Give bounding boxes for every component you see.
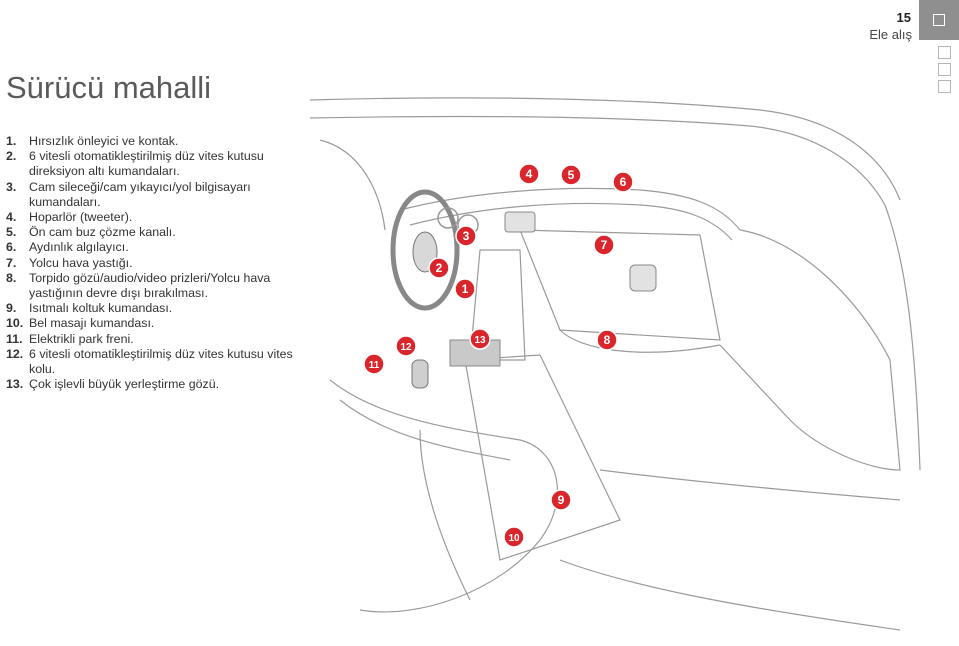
page-title: Sürücü mahalli [6, 70, 212, 105]
item-text: Yolcu hava yastığı. [29, 255, 133, 270]
item-text: Torpido gözü/audio/video prizleri/Yolcu … [29, 270, 271, 301]
list-item: 5. Ön cam buz çözme kanalı. [6, 225, 302, 240]
callout-10: 10 [503, 526, 525, 548]
list-item: 11. Elektrikli park freni. [6, 332, 302, 347]
callout-label: 2 [436, 261, 443, 275]
item-number: 6. [6, 240, 17, 255]
callout-label: 1 [462, 282, 469, 296]
list-item: 3. Cam sileceği/cam yıkayıcı/yol bilgisay… [6, 180, 302, 210]
callout-label: 13 [474, 335, 486, 346]
item-list: 1. Hırsızlık önleyici ve kontak. 2. 6 vite… [6, 134, 302, 392]
callout-8: 8 [596, 329, 618, 351]
list-item: 7. Yolcu hava yastığı. [6, 256, 302, 271]
item-number: 3. [6, 179, 17, 194]
callout-12: 12 [395, 335, 417, 357]
callout-2: 2 [428, 257, 450, 279]
list-item: 13. Çok işlevli büyük yerleştirme gözü. [6, 377, 302, 392]
callout-label: 3 [463, 229, 470, 243]
list-item: 6. Aydınlık algılayıcı. [6, 240, 302, 255]
callout-3: 3 [455, 225, 477, 247]
item-number: 10. [6, 316, 24, 331]
gauge-icon [437, 207, 459, 229]
item-text: Bel masajı kumandası. [29, 316, 155, 331]
callout-9: 9 [550, 489, 572, 511]
item-number: 8. [6, 270, 17, 285]
callout-7: 7 [593, 234, 615, 256]
callout-label: 4 [526, 167, 533, 181]
callout-label: 9 [558, 493, 565, 507]
callout-4: 4 [518, 163, 540, 185]
list-item: 10. Bel masajı kumandası. [6, 316, 302, 331]
item-number: 5. [6, 225, 17, 240]
item-text: Çok işlevli büyük yerleştirme gözü. [29, 377, 220, 392]
callout-11: 11 [363, 353, 385, 375]
list-item: 2. 6 vitesli otomatikleştirilmiş düz vite… [6, 149, 302, 179]
page-number: 15 [896, 10, 911, 25]
item-text: 6 vitesli otomatikleştirilmiş düz vites … [29, 346, 293, 377]
callout-label: 11 [369, 360, 380, 371]
item-number: 7. [6, 255, 17, 270]
callout-13: 13 [469, 328, 491, 350]
item-number: 13. [6, 377, 24, 392]
item-number: 11. [6, 331, 23, 346]
item-text: Hırsızlık önleyici ve kontak. [29, 134, 179, 148]
cockpit-illustration: 1 2 3 4 5 6 7 8 9 10 11 12 13 [309, 97, 921, 631]
item-text: Hoparlör (tweeter). [29, 210, 133, 225]
nav-square-3[interactable] [938, 80, 951, 93]
nav-square-1[interactable] [938, 46, 951, 59]
chapter-tab[interactable] [919, 0, 959, 40]
callout-label: 5 [568, 168, 575, 182]
item-text: Ön cam buz çözme kanalı. [29, 225, 176, 240]
list-item: 9. Isıtmalı koltuk kumandası. [6, 301, 302, 316]
callout-label: 8 [604, 333, 611, 347]
item-number: 2. [6, 149, 17, 164]
item-text: Isıtmalı koltuk kumandası. [29, 301, 173, 316]
item-number: 12. [6, 346, 24, 361]
nav-square-2[interactable] [938, 63, 951, 76]
item-number: 1. [6, 134, 17, 148]
list-item: 4. Hoparlör (tweeter). [6, 210, 302, 225]
callout-1: 1 [454, 278, 476, 300]
callout-label: 7 [601, 238, 608, 252]
car-outline [309, 97, 921, 631]
side-vent [629, 264, 657, 292]
item-number: 9. [6, 301, 17, 316]
section-label: Ele alış [869, 27, 912, 42]
callout-5: 5 [560, 164, 582, 186]
item-number: 4. [6, 210, 17, 225]
list-item: 8. Torpido gözü/audio/video prizleri/Yolc… [6, 271, 302, 301]
list-item: 12. 6 vitesli otomatikleştirilmiş düz vit… [6, 347, 302, 377]
callout-label: 6 [620, 175, 627, 189]
item-text: Elektrikli park freni. [29, 331, 134, 346]
callout-label: 10 [508, 533, 520, 544]
callout-label: 12 [400, 342, 412, 353]
gear-lever [411, 359, 429, 389]
callout-6: 6 [612, 171, 634, 193]
square-icon [933, 14, 945, 26]
item-text: 6 vitesli otomatikleştirilmiş düz vites … [29, 149, 264, 179]
center-vent [504, 211, 536, 233]
list-item: 1. Hırsızlık önleyici ve kontak. [6, 134, 302, 149]
steering-wheel [390, 189, 460, 311]
item-text: Aydınlık algılayıcı. [29, 240, 129, 255]
item-text: Cam sileceği/cam yıkayıcı/yol bilgisayar… [29, 179, 251, 209]
